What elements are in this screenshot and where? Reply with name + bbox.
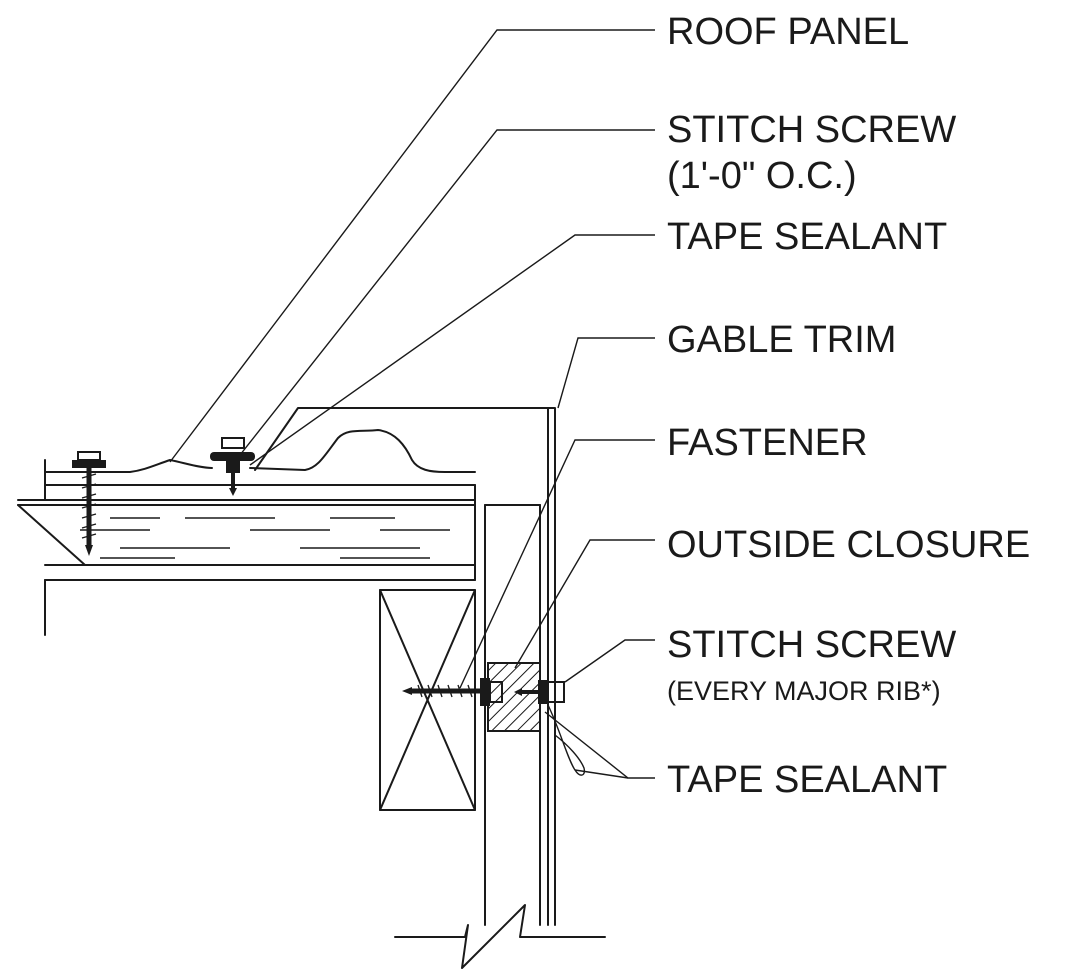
stitch-screw-top-2-icon bbox=[210, 437, 255, 496]
label-stitch-screw-top: STITCH SCREW bbox=[667, 109, 956, 151]
outside-closure bbox=[487, 662, 541, 732]
label-tape-sealant-side: TAPE SEALANT bbox=[667, 759, 947, 801]
fastener-icon bbox=[402, 678, 503, 706]
label-fastener: FASTENER bbox=[667, 422, 868, 464]
wood-blocking bbox=[379, 589, 476, 811]
stitch-screw-side-icon bbox=[514, 680, 565, 704]
roof-assembly bbox=[17, 429, 476, 636]
labels: ROOF PANEL STITCH SCREW (1'-0" O.C.) TAP… bbox=[667, 11, 1030, 801]
label-roof-panel: ROOF PANEL bbox=[667, 11, 909, 53]
gable-trim bbox=[254, 407, 556, 926]
label-tape-sealant-top: TAPE SEALANT bbox=[667, 216, 947, 258]
stitch-screw-top-icon bbox=[72, 451, 106, 556]
label-stitch-screw-side-note: (EVERY MAJOR RIB*) bbox=[667, 676, 941, 706]
leader-lines bbox=[169, 29, 655, 779]
label-gable-trim: GABLE TRIM bbox=[667, 319, 896, 361]
label-stitch-screw-top-note: (1'-0" O.C.) bbox=[667, 155, 857, 197]
tape-sealant-bead bbox=[547, 704, 586, 776]
wall-member bbox=[394, 504, 606, 969]
label-outside-closure: OUTSIDE CLOSURE bbox=[667, 524, 1030, 566]
label-stitch-screw-side: STITCH SCREW bbox=[667, 624, 956, 666]
